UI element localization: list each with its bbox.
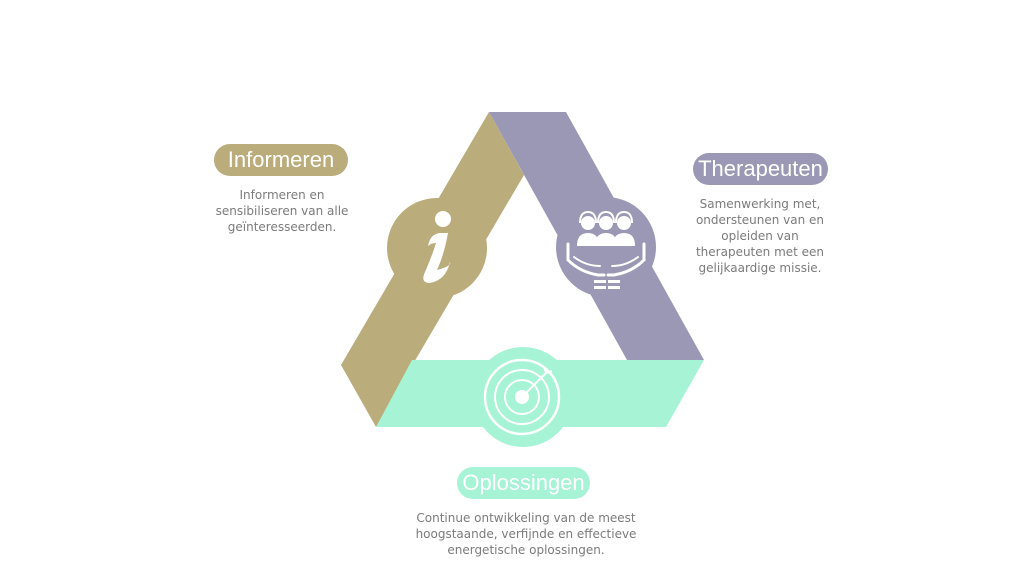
oplossingen-title: Oplossingen <box>457 467 590 499</box>
therapeuten-description-line: opleiden van <box>721 229 799 243</box>
therapeuten-title: Therapeuten <box>693 153 828 185</box>
oplossingen-description-line: Continue ontwikkeling van de meest <box>416 511 636 525</box>
therapeuten-description-line: ondersteunen van en <box>695 213 825 227</box>
hands-holding-people-icon <box>566 210 646 289</box>
therapeuten-description-line: gelijkaardige missie. <box>698 261 822 275</box>
therapeuten-description-line: Samenwerking met, <box>699 197 821 211</box>
info-icon <box>423 211 451 283</box>
oplossingen-description-line: energetische oplossingen. <box>447 543 605 557</box>
therapeuten-description: Samenwerking met, ondersteunen van en op… <box>682 196 838 276</box>
informeren-description-line: sensibiliseren van alle <box>215 204 349 218</box>
informeren-description-line: geïnteresseerden. <box>227 220 337 234</box>
target-icon <box>483 358 561 436</box>
oplossingen-description-line: hoogstaande, verfijnde en effectieve <box>415 527 637 541</box>
informeren-description-line: Informeren en <box>239 188 325 202</box>
oplossingen-description: Continue ontwikkeling van de meest hoogs… <box>405 510 647 558</box>
informeren-title: Informeren <box>214 144 348 176</box>
informeren-description: Informeren en sensibiliseren van alle ge… <box>200 187 364 235</box>
therapeuten-description-line: therapeuten met een <box>695 245 825 259</box>
